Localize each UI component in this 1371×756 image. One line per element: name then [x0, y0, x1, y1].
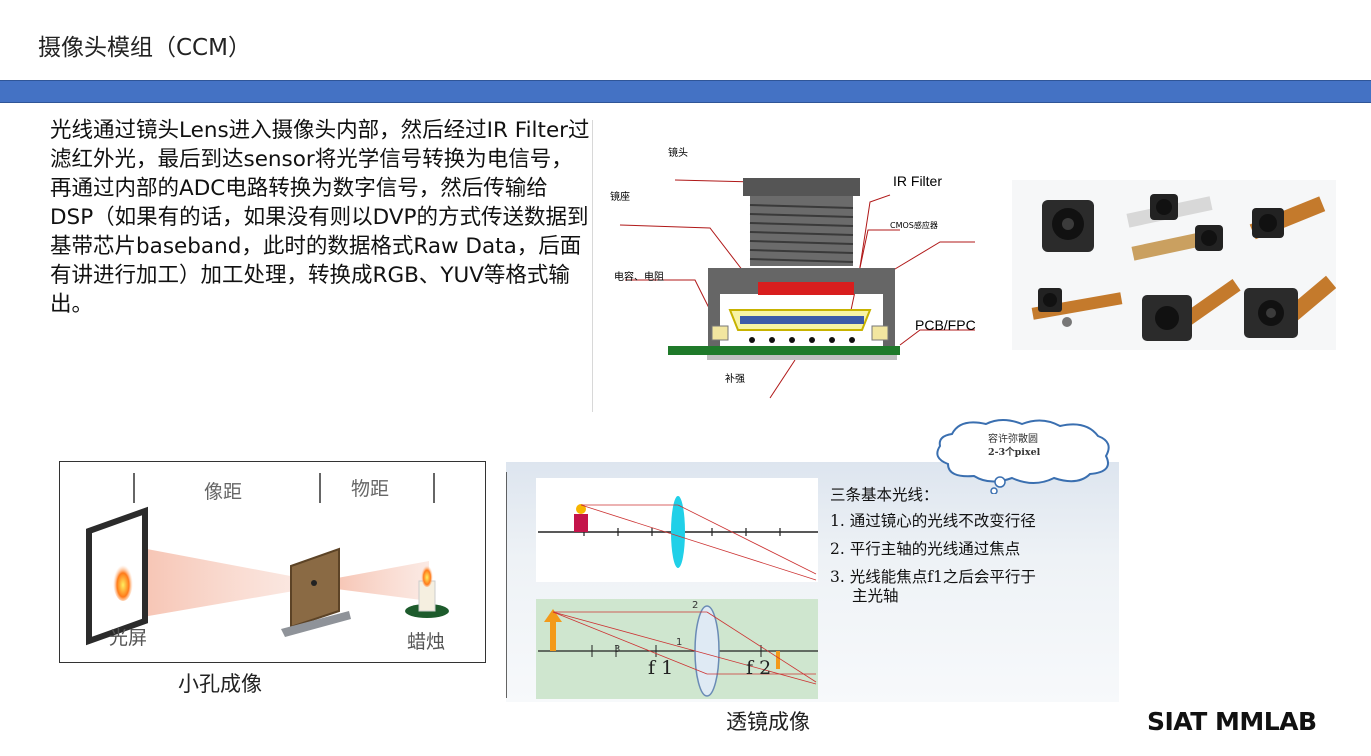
rule-3-continued: 主光轴 [852, 587, 899, 605]
bubble-text-line2: 2-3个pixel [988, 446, 1041, 458]
label-pcb: PCB/FPC [915, 317, 976, 333]
label-capacitor: 电容、电阻 [614, 270, 664, 283]
lab-brand: SIAT MMLAB [1147, 707, 1317, 736]
convex-lens-bottom [694, 605, 720, 697]
divider-line [592, 120, 593, 412]
pcb-board [668, 346, 900, 355]
focal-label-f2: f 2 [746, 657, 771, 679]
pinhole-imaging-diagram: 像距 物距 光屏 蜡烛 [86, 473, 449, 653]
rule-2: 2. 平行主轴的光线通过焦点 [830, 540, 1021, 558]
page-title: 摄像头模组（CCM） [38, 35, 251, 61]
label-image-distance: 像距 [204, 481, 242, 503]
bubble-text-line1: 容许弥散圆 [988, 432, 1038, 445]
label-cmos: CMOS感应器 [890, 220, 938, 230]
rule-1: 1. 通过镜心的光线不改变行径 [830, 512, 1036, 530]
camera-modules-photo [1012, 180, 1336, 350]
label-lens: 镜头 [668, 146, 688, 159]
circle-of-confusion-bubble: 容许弥散圆 2-3个pixel [936, 419, 1110, 494]
focal-label-f1: f 1 [648, 657, 673, 679]
lens-imaging-diagram: 2 1 3 f 1 f 2 [506, 472, 818, 699]
stiffener [707, 355, 897, 360]
rules-title: 三条基本光线： [830, 486, 939, 504]
lens-cap [743, 178, 860, 196]
label-ir-filter: IR Filter [893, 173, 942, 189]
label-screen: 光屏 [109, 627, 147, 649]
convex-lens-top [671, 496, 685, 568]
ray-label-1: 1 [676, 637, 682, 648]
ray-label-3: 3 [614, 644, 620, 655]
pinhole-caption: 小孔成像 [178, 672, 262, 696]
intro-paragraph: 光线通过镜头Lens进入摄像头内部，然后经过IR Filter过滤红外光，最后到… [50, 118, 590, 317]
ccm-structure-diagram: 镜头 镜座 电容、电阻 IR Filter CMOS感应器 PCB/FPC 补强 [610, 146, 976, 399]
ray-label-2: 2 [692, 600, 698, 611]
label-holder: 镜座 [610, 190, 630, 203]
lens-caption: 透镜成像 [726, 710, 810, 734]
lens-holder [708, 268, 895, 348]
ir-filter [758, 282, 854, 295]
label-candle: 蜡烛 [407, 631, 445, 653]
title-accent-bar [0, 80, 1371, 103]
label-stiffener: 补强 [725, 372, 745, 385]
label-object-distance: 物距 [351, 478, 389, 500]
rule-3: 3. 光线能焦点f1之后会平行于 [830, 568, 1036, 586]
cmos-sensor [740, 316, 864, 324]
